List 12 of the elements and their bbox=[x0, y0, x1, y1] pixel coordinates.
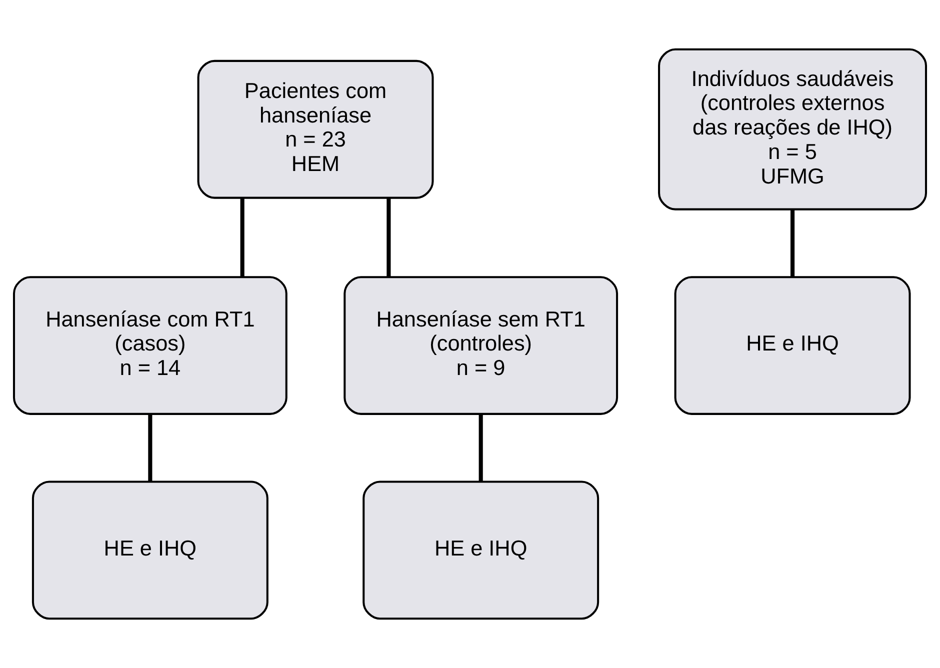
node-box: Hanseníase sem RT1 (controles) n = 9 bbox=[344, 276, 618, 415]
node-box: HE e IHQ bbox=[32, 480, 268, 620]
connector bbox=[148, 414, 152, 482]
connector bbox=[478, 414, 483, 482]
node-box: HE e IHQ bbox=[362, 480, 600, 620]
connector bbox=[386, 198, 391, 277]
node-box: Pacientes com hanseníase n = 23 HEM bbox=[197, 60, 434, 199]
connector bbox=[240, 198, 244, 277]
node-box: HE e IHQ bbox=[674, 276, 911, 415]
connector bbox=[790, 210, 795, 278]
node-box: Indivíduos saudáveis (controles externos das reações de IHQ) n = 5 UFMG bbox=[658, 48, 928, 210]
node-box: Hanseníase com RT1 (casos) n = 14 bbox=[12, 276, 288, 415]
